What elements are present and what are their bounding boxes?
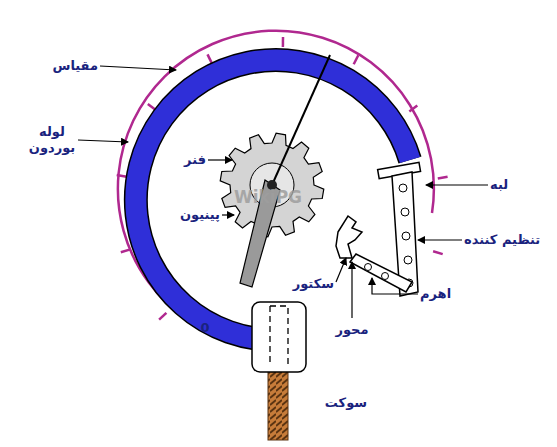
socket-label: سوکت [325,395,367,411]
scale-label: مقیاس [52,58,98,74]
adjuster-label: تنظیم کننده [464,232,540,248]
tick [117,175,127,177]
spring-label: فنر [184,152,206,168]
thread [268,368,288,440]
leader-lines [78,66,488,318]
pointer [272,55,330,185]
socket [252,302,306,372]
pivot-label: محور [335,322,368,338]
lever [350,254,412,292]
bourdon-tube-outline [136,60,410,340]
watermark: WikiPG [234,187,302,208]
tick [121,249,131,252]
sector-label: سکتور [293,276,334,292]
bourdon-tube [136,60,410,340]
tick [282,37,285,47]
sector [336,216,362,258]
tick [208,54,212,63]
lever-label: اهرم [420,286,451,302]
scale-number: 0 [200,320,209,336]
bourdon-tube-label: لوله بوردون [28,124,76,157]
tick [409,106,417,112]
pinion-label: پینیون [180,207,220,223]
tick [438,177,448,179]
tick [433,251,443,254]
tick [354,55,359,64]
tip-label: لبه [490,177,508,193]
pinion-gear [220,133,324,237]
tick [159,313,166,320]
